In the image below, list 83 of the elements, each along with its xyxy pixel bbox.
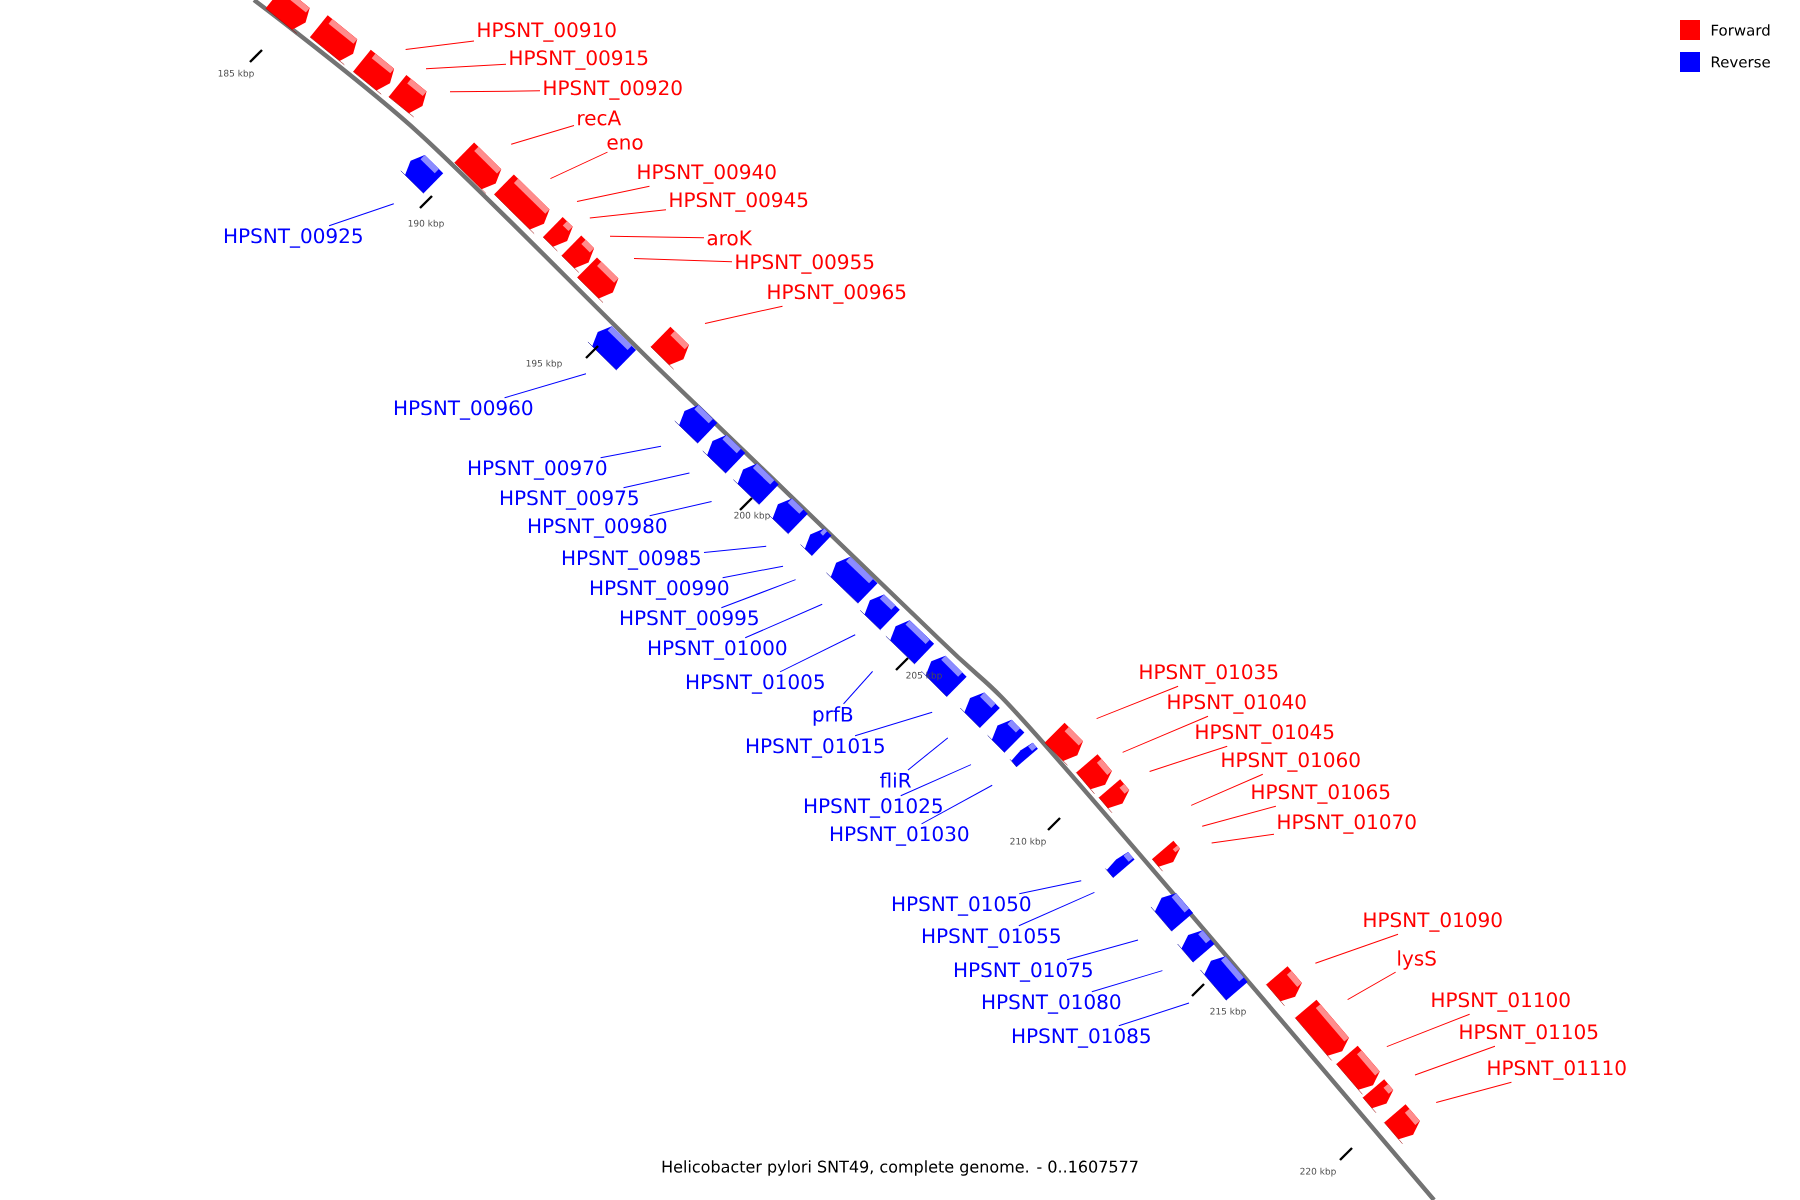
gene-label: HPSNT_01085 [1013,1028,1150,1048]
leader-line [1066,939,1139,961]
gene-label: HPSNT_01015 [747,738,884,758]
leader-line [1347,971,1397,1001]
leader-line [589,209,667,219]
leader-line [1414,1045,1496,1076]
gene-label: HPSNT_00955 [736,254,874,274]
gene-label: HPSNT_01075 [955,962,1092,982]
leader-line [405,40,475,51]
leader-line [1201,805,1277,827]
gene-label: HPSNT_00975 [501,490,638,510]
gene-label: HPSNT_01080 [983,994,1121,1014]
gene-label: eno [607,138,643,150]
leader-line [703,545,767,554]
leader-line [907,737,949,771]
leader-line [921,784,993,825]
gene-label: HPSNT_00910 [478,22,616,42]
gene-label: HPSNT_01065 [1252,784,1390,804]
leader-line [1091,970,1163,993]
leader-line [449,90,541,93]
gene-label: HPSNT_01045 [1196,724,1334,744]
gene-label: HPSNT_00960 [395,400,533,420]
gene-label: HPSNT_01040 [1168,694,1306,714]
leader-line [1190,773,1264,806]
gene-label: lysS [1398,950,1436,970]
gene-label: HPSNT_01105 [1460,1024,1598,1044]
gene-label: HPSNT_00985 [563,550,700,570]
gene-label: HPSNT_00970 [469,460,607,480]
leader-line [1314,933,1399,964]
gene-label: HPSNT_00990 [591,580,729,600]
leader-line [623,472,690,489]
leader-line [1149,745,1228,772]
gene-label: HPSNT_01060 [1222,752,1360,772]
leader-line [425,63,507,70]
leader-line [633,258,733,263]
gene-label: HPSNT_01110 [1488,1060,1626,1080]
gene-label: HPSNT_01005 [687,674,824,694]
gene-label: HPSNT_00945 [670,192,808,212]
leader-line [600,445,662,459]
gene-label: HPSNT_01030 [831,826,969,846]
gene-label: HPSNT_01000 [649,640,787,660]
leader-line [1435,1081,1512,1103]
gene-label: HPSNT_01025 [805,798,942,818]
leader-line [510,124,575,145]
leader-line [704,305,783,325]
leader-line [779,634,856,673]
leader-line [328,203,395,227]
leader-line [1018,880,1082,895]
leader-line [504,373,587,399]
leader-line [854,711,933,737]
gene-label: HPSNT_00940 [638,164,776,184]
gene-label: HPSNT_01050 [893,896,1031,916]
gene-label: prfB [813,706,853,726]
leader-line [722,565,784,579]
leader-line [720,579,797,609]
gene-label: HPSNT_00920 [544,80,682,100]
leader-line [744,603,823,639]
gene-label: aroK [707,230,753,246]
caption: Helicobacter pylori SNT49, complete genome. - 0..1607577 [662,1160,1138,1176]
leader-line [900,764,972,797]
gene-label: HPSNT_01090 [1364,912,1502,932]
gene-label: HPSNT_01055 [923,928,1060,948]
gene-label: HPSNT_00980 [529,518,667,538]
gene-label: HPSNT_01070 [1278,814,1416,834]
gene-label: HPSNT_00965 [768,284,906,304]
leader-line [609,235,705,239]
leader-line [576,185,650,203]
gene-label: recA [578,110,621,126]
leader-line [649,500,713,517]
gene-label: HPSNT_00995 [621,610,758,630]
leader-line [1018,891,1095,927]
leader-line [1122,715,1209,753]
leader-line [843,670,874,705]
leader-line [1211,833,1275,844]
gene-label: HPSNT_01035 [1140,664,1278,684]
leader-line [1118,1002,1190,1027]
leader-line [549,151,608,180]
gene-label: HPSNT_00915 [510,50,648,70]
leader-line [1096,685,1179,720]
gene-label: HPSNT_00925 [225,228,362,248]
gene-label: fliR [880,772,912,788]
leader-line [1386,1013,1471,1048]
gene-label: HPSNT_01100 [1432,992,1570,1012]
